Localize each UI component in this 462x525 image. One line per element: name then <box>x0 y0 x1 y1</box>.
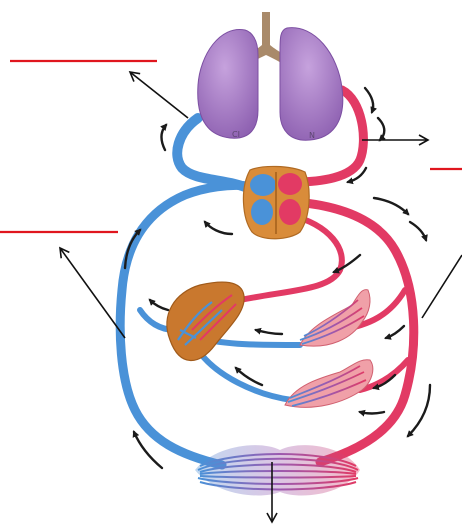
heart <box>243 166 309 238</box>
flow-arrow <box>161 125 166 150</box>
right-lung <box>280 28 343 141</box>
lungs: CI N <box>198 12 343 140</box>
flow-arrow <box>378 118 384 140</box>
left-atrium <box>278 173 302 195</box>
flow-arrows <box>125 88 430 468</box>
flow-arrow <box>205 222 232 234</box>
left-lung <box>198 29 258 138</box>
flow-arrow <box>386 326 404 338</box>
liver <box>167 282 244 360</box>
flow-arrow <box>410 222 426 240</box>
flow-arrow <box>360 412 384 414</box>
flow-arrow <box>365 88 373 112</box>
right-atrium <box>250 174 276 196</box>
pointer-arrow-vena-cava[interactable] <box>60 248 125 338</box>
liver-shape <box>167 282 244 360</box>
flow-arrow <box>408 385 430 436</box>
flow-arrow <box>334 255 360 272</box>
lung-label-right: N <box>309 131 315 140</box>
lung-label-left: CI <box>232 130 240 139</box>
lower-organ <box>285 360 373 408</box>
pointer-arrow-lungs[interactable] <box>130 72 188 118</box>
upper-organ <box>300 290 370 346</box>
pointer-arrow-aorta[interactable] <box>422 255 462 318</box>
flow-arrow <box>256 330 282 334</box>
left-ventricle <box>279 199 301 225</box>
systemic-capillary-bed <box>195 445 360 495</box>
flow-arrow <box>150 300 168 310</box>
flow-arrow <box>374 198 408 214</box>
right-ventricle <box>251 199 273 225</box>
